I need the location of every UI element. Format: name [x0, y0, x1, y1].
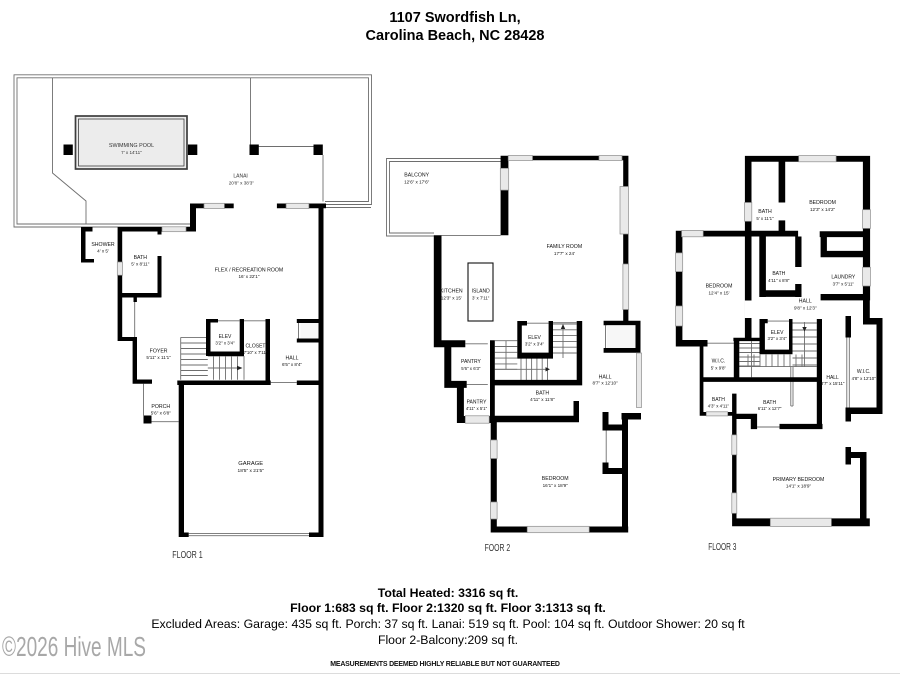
svg-text:BALCONY: BALCONY — [404, 173, 429, 179]
svg-text:FLOOR 1: FLOOR 1 — [172, 550, 203, 561]
svg-text:ELEV: ELEV — [528, 335, 541, 341]
svg-text:ELEV: ELEV — [771, 330, 784, 336]
svg-text:3' x 7'11": 3' x 7'11" — [472, 296, 490, 301]
svg-text:4'11" x 11'8": 4'11" x 11'8" — [530, 397, 555, 402]
svg-text:5'11" x 11'1": 5'11" x 11'1" — [146, 355, 171, 360]
svg-text:PANTRY: PANTRY — [461, 359, 481, 365]
svg-text:LANAI: LANAI — [233, 174, 247, 180]
svg-text:W.I.C.: W.I.C. — [712, 359, 726, 365]
svg-text:3'2" x 3'4": 3'2" x 3'4" — [215, 341, 235, 346]
svg-text:5'6" x 6'8": 5'6" x 6'8" — [151, 411, 171, 416]
svg-text:4'11" x 8'8": 4'11" x 8'8" — [768, 278, 790, 283]
svg-text:12'4" x 15': 12'4" x 15' — [708, 291, 729, 296]
svg-text:BATH: BATH — [758, 209, 772, 215]
svg-text:BATH: BATH — [536, 391, 550, 397]
svg-text:PANTRY: PANTRY — [467, 400, 487, 406]
svg-text:HALL: HALL — [826, 375, 839, 381]
svg-text:FOYER: FOYER — [150, 349, 168, 355]
svg-text:6'5" x 8'4": 6'5" x 8'4" — [282, 362, 302, 367]
svg-text:LAUNDRY: LAUNDRY — [831, 275, 855, 281]
svg-text:17'7" x 24': 17'7" x 24' — [554, 251, 575, 256]
svg-text:9'8" x 12'3": 9'8" x 12'3" — [794, 306, 817, 311]
svg-text:12'3" x 14'2": 12'3" x 14'2" — [810, 207, 836, 212]
svg-text:HALL: HALL — [286, 356, 299, 362]
svg-text:BEDROOM: BEDROOM — [542, 476, 569, 482]
svg-text:FAMILY ROOM: FAMILY ROOM — [547, 244, 583, 250]
svg-text:3'2" x 3'4": 3'2" x 3'4" — [525, 342, 545, 347]
svg-text:4' x 5': 4' x 5' — [97, 249, 109, 254]
svg-text:3'7" x 15'11": 3'7" x 15'11" — [821, 381, 845, 386]
svg-text:12'3" x 15': 12'3" x 15' — [441, 296, 462, 301]
svg-text:KITCHEN: KITCHEN — [440, 289, 463, 295]
svg-text:5' x 11'1": 5' x 11'1" — [756, 216, 774, 221]
svg-text:5' x 9'8": 5' x 9'8" — [711, 366, 727, 371]
svg-text:8'7" x 12'10": 8'7" x 12'10" — [592, 381, 618, 386]
svg-text:7' x 14'11": 7' x 14'11" — [121, 150, 142, 155]
svg-text:BATH: BATH — [772, 271, 785, 277]
svg-text:BATH: BATH — [763, 400, 776, 406]
svg-text:5' x 8'11": 5' x 8'11" — [131, 262, 149, 267]
svg-text:CLOSET: CLOSET — [245, 344, 265, 350]
svg-text:HALL: HALL — [799, 299, 812, 305]
svg-text:20'8" x 38'3": 20'8" x 38'3" — [229, 181, 255, 186]
svg-text:12'6" x 17'6": 12'6" x 17'6" — [404, 180, 430, 185]
svg-text:GARAGE: GARAGE — [238, 461, 263, 467]
svg-text:16'1" x 18'9": 16'1" x 18'9" — [543, 483, 569, 488]
svg-text:BEDROOM: BEDROOM — [809, 200, 836, 206]
svg-text:3'2" x 3'4": 3'2" x 3'4" — [767, 336, 787, 341]
svg-text:SHOWER: SHOWER — [91, 242, 115, 248]
svg-text:14'1" x 18'9": 14'1" x 18'9" — [786, 484, 812, 489]
svg-text:SWIMMING POOL: SWIMMING POOL — [109, 143, 154, 149]
svg-text:ISLAND: ISLAND — [472, 289, 490, 295]
svg-text:4'11" x 5'1": 4'11" x 5'1" — [466, 406, 488, 411]
svg-text:FOOR 2: FOOR 2 — [485, 543, 511, 554]
svg-text:FLOOR 3: FLOOR 3 — [708, 542, 736, 553]
svg-text:4'8" x 12'10": 4'8" x 12'10" — [852, 376, 877, 381]
svg-text:ELEV: ELEV — [219, 334, 232, 340]
svg-text:3'7" x 5'11": 3'7" x 5'11" — [833, 282, 855, 287]
svg-text:PRIMARY BEDROOM: PRIMARY BEDROOM — [773, 477, 825, 483]
svg-text:5'6" x 6'3": 5'6" x 6'3" — [461, 366, 481, 371]
svg-text:PORCH: PORCH — [151, 404, 170, 410]
svg-text:18'5" x 21'5": 18'5" x 21'5" — [238, 468, 265, 474]
svg-text:16' x 22'1": 16' x 22'1" — [238, 274, 259, 279]
svg-text:FLEX / RECREATION ROOM: FLEX / RECREATION ROOM — [215, 268, 284, 274]
svg-text:W.I.C.: W.I.C. — [857, 369, 871, 375]
svg-text:HALL: HALL — [599, 375, 612, 381]
svg-text:BATH: BATH — [134, 255, 148, 261]
svg-text:4'3" x 4'11": 4'3" x 4'11" — [708, 404, 730, 409]
svg-text:BEDROOM: BEDROOM — [706, 284, 733, 290]
svg-text:6'11" x 12'7": 6'11" x 12'7" — [758, 406, 782, 411]
svg-text:7'10" x 7'11": 7'10" x 7'11" — [244, 350, 268, 355]
svg-text:BATH: BATH — [712, 397, 725, 403]
